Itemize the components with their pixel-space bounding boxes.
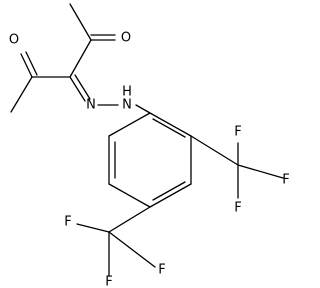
molecule-structure: O O N N H F F F F F F: [9, 3, 290, 288]
ring-bond-1: [149, 112, 192, 137]
ring-bond-3: [149, 183, 192, 208]
ring-bond-4: [108, 183, 151, 208]
bond-methyl-lower: [10, 76, 33, 113]
bond-nh-ring: [135, 104, 151, 114]
ring-double-2: [152, 181, 186, 201]
atom-o-lower: O: [9, 33, 19, 48]
bond-ring-cf3-right: [190, 135, 239, 166]
atom-h-hydrazine: H: [122, 85, 132, 100]
atom-o-upper: O: [121, 31, 131, 46]
bonds: [10, 3, 284, 277]
atom-f-bottom-right: F: [158, 263, 165, 278]
bond-cf3-bottom-f-left: [76, 223, 110, 233]
bond-ring-cf3-bottom: [108, 206, 151, 233]
atom-labels: O O N N H F F F F F F: [9, 31, 290, 288]
bond-methyl-upper: [69, 3, 92, 41]
atom-f-bottom-down: F: [105, 275, 112, 288]
atom-f-right-side: F: [282, 173, 289, 188]
bond-upper-acetyl-to-central: [69, 39, 92, 78]
atom-n-hydrazine: N: [122, 98, 132, 113]
bond-cn-double: [74, 74, 91, 100]
bond-cf3-right-f-right: [237, 164, 284, 179]
bond-cn-single: [69, 76, 86, 102]
atom-f-bottom-left: F: [64, 215, 71, 230]
bond-carbonyl-lower-double: [25, 51, 38, 76]
atom-f-right-top: F: [234, 125, 241, 140]
bond-cf3-bottom-f-right: [108, 231, 156, 268]
bond-carbonyl-lower-single: [20, 53, 33, 78]
ring-bond-6: [108, 112, 151, 137]
ring-double-1: [152, 118, 186, 138]
atom-n-imine: N: [86, 98, 96, 113]
atom-f-right-bottom: F: [234, 201, 241, 216]
